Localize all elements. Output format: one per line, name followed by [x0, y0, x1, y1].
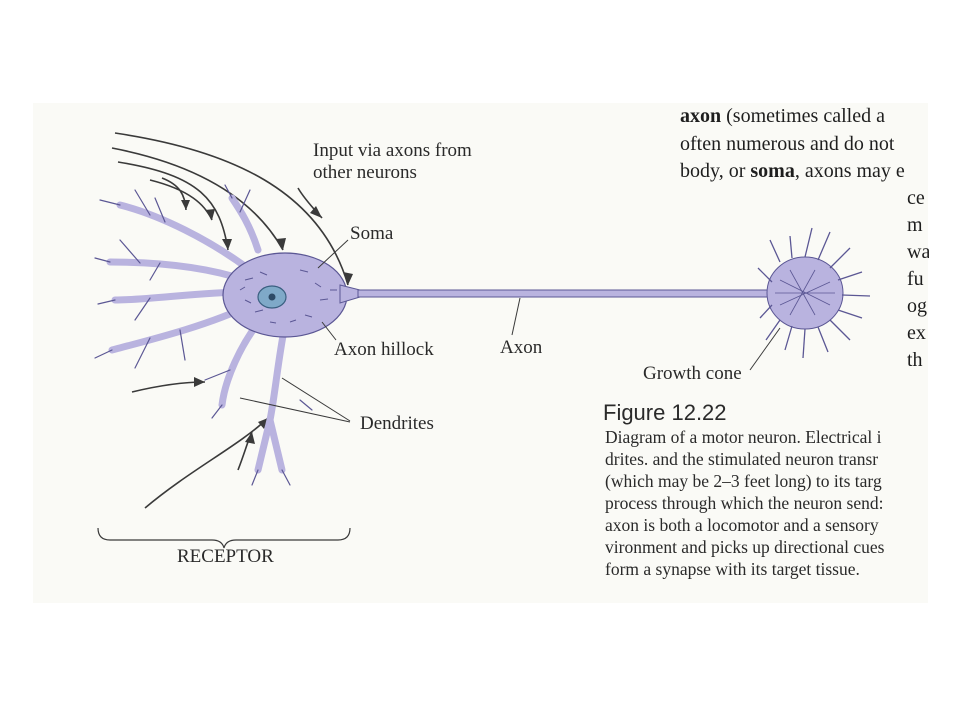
axon-hillock-label: Axon hillock	[334, 339, 434, 360]
axon-label: Axon	[500, 337, 543, 358]
input-axon-line	[111, 147, 284, 251]
body-text-line: axon (sometimes called a	[680, 105, 885, 127]
input-axons	[111, 132, 349, 509]
arrowhead-icon	[258, 418, 268, 429]
input-arrowheads	[181, 200, 353, 444]
soma-pointer	[317, 239, 349, 269]
input-label-line2: other neurons	[313, 162, 417, 183]
arrowhead-icon	[343, 272, 353, 285]
body-text-fragment: og	[907, 295, 927, 317]
body-text-line: body, or soma, axons may e	[680, 160, 905, 182]
body-text-fragment: fu	[907, 268, 924, 290]
arrowhead-icon	[222, 239, 232, 250]
body-text-fragment: wa	[907, 241, 929, 263]
input-axon-line	[144, 417, 269, 509]
caption-line: Diagram of a motor neuron. Electrical i	[605, 427, 882, 447]
caption-line: drites. and the stimulated neuron transr	[605, 449, 879, 469]
cone-texture	[775, 269, 835, 316]
growth-cone-label: Growth cone	[643, 363, 742, 384]
axon-hillock-shape	[339, 284, 361, 304]
soma-label: Soma	[350, 223, 394, 244]
nucleolus-shape	[268, 293, 276, 301]
body-text-fragment: ex	[907, 322, 926, 344]
arrowhead-icon	[205, 209, 215, 220]
dendrites-label: Dendrites	[360, 413, 434, 434]
dendrites-pointer	[239, 397, 351, 423]
arrowhead-icon	[194, 377, 205, 387]
input-axon-line	[117, 161, 229, 251]
growth-cone-pointer	[749, 327, 781, 371]
caption-line: axon is both a locomotor and a sensory	[605, 515, 879, 535]
nissl-texture	[239, 269, 337, 324]
input-axon-line	[114, 132, 349, 286]
figure-title: Figure 12.22	[603, 400, 727, 425]
label-pointers	[239, 239, 781, 423]
filopodia	[757, 227, 871, 359]
input-label-line1: Input via axons from	[313, 140, 472, 161]
axon-hillock-pointer	[321, 321, 337, 341]
arrowhead-icon	[181, 200, 190, 210]
arrowhead-icon	[276, 238, 286, 250]
input-axon-line	[161, 177, 187, 211]
axon-pointer	[511, 297, 521, 336]
caption-line: vironment and picks up directional cues	[605, 537, 885, 557]
receptor-label: RECEPTOR	[177, 546, 274, 567]
arrowhead-icon	[310, 206, 322, 218]
body-text-line: often numerous and do not	[680, 133, 895, 155]
arrowhead-icon	[245, 432, 255, 444]
body-text-fragment: m	[907, 214, 923, 236]
body-text-fragment: th	[907, 349, 923, 371]
body-text-fragment: ce	[907, 187, 925, 209]
caption-line: process through which the neuron send:	[605, 493, 884, 513]
axon-shape	[357, 289, 774, 298]
caption-line: form a synapse with its target tissue.	[605, 559, 860, 579]
caption-line: (which may be 2–3 feet long) to its targ	[605, 471, 882, 491]
scanned-page	[33, 103, 928, 603]
dendrites-pointer	[281, 377, 351, 422]
receptor-bracket	[97, 527, 351, 549]
